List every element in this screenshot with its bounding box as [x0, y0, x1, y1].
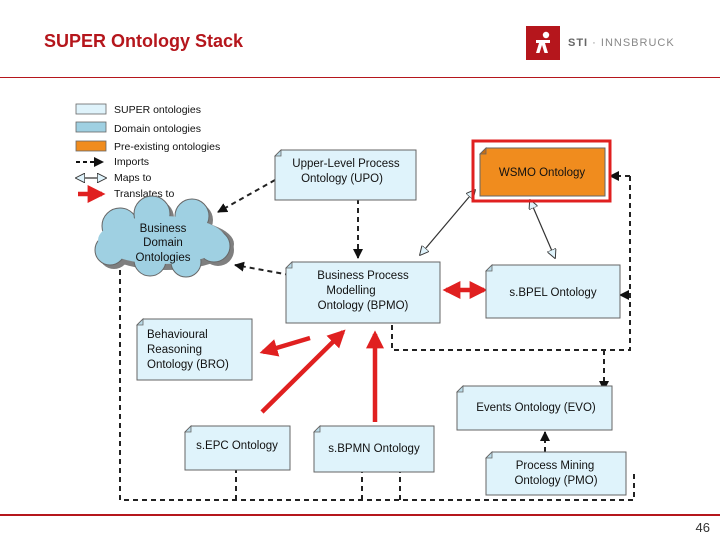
bpmo-to-bdo-line — [234, 261, 291, 276]
node-bro: Behavioural Reasoning Ontology (BRO) — [136, 318, 253, 381]
upo-line-1: Upper-Level Process — [292, 158, 400, 170]
bdo-line-3: Ontologies — [136, 252, 191, 264]
translates-to-arrows — [259, 281, 488, 422]
logo-brand: STI — [568, 37, 589, 49]
evo-label: Events Ontology (EVO) — [476, 402, 596, 414]
legend: SUPER ontologies Domain ontologies Pre-e… — [75, 103, 220, 203]
legend-label-translates: Translates to — [114, 188, 174, 200]
node-bpmo: Business Process Modelling Ontology (BPM… — [285, 261, 441, 324]
bpmo-line-1: Business Process — [317, 270, 409, 282]
page-number: 46 — [695, 520, 710, 535]
pmo-line-1: Process Mining — [516, 460, 595, 472]
bdo-line-2: Domain — [143, 237, 183, 249]
node-upo: Upper-Level Process Ontology (UPO) — [274, 149, 417, 201]
wsmo-right-line — [391, 176, 631, 351]
wsmo-sbpel-map-arrow — [530, 200, 555, 258]
frame-line-left — [119, 270, 635, 501]
node-evo: Events Ontology (EVO) — [456, 385, 613, 431]
node-sbpel: s.BPEL Ontology — [485, 264, 621, 319]
sbpmn-label: s.BPMN Ontology — [328, 443, 420, 455]
logo-separator: · — [588, 37, 601, 49]
upo-line-2: Ontology (UPO) — [301, 173, 383, 185]
node-business-domain-cloud: Business Domain Ontologies — [94, 195, 234, 278]
sti-logo: STI · INNSBRUCK — [526, 26, 675, 60]
wsmo-highlight-frame — [471, 139, 612, 203]
legend-label-preexisting: Pre-existing ontologies — [114, 141, 220, 153]
sepc-bpmo-translate-arrow — [260, 329, 346, 414]
legend-swatch-preexisting — [75, 140, 107, 152]
bro-line-3: Ontology (BRO) — [147, 359, 229, 371]
slide-title: SUPER Ontology Stack — [44, 31, 244, 51]
logo-city: INNSBRUCK — [600, 37, 675, 49]
bro-line-2: Reasoning — [147, 344, 202, 356]
upo-to-bdo-line — [217, 179, 276, 213]
sti-logo-mark — [526, 26, 560, 60]
node-pmo: Process Mining Ontology (PMO) — [485, 451, 627, 496]
legend-label-domain: Domain ontologies — [114, 123, 201, 135]
bro-line-1: Behavioural — [147, 329, 208, 341]
node-sepc: s.EPC Ontology — [184, 425, 291, 471]
sti-logo-text: STI · INNSBRUCK — [568, 37, 675, 49]
bpmo-line-2: Modelling — [326, 285, 375, 297]
pmo-line-2: Ontology (PMO) — [514, 475, 597, 487]
bdo-line-1: Business — [140, 223, 187, 235]
sepc-label: s.EPC Ontology — [196, 440, 278, 452]
legend-swatch-domain — [75, 121, 107, 133]
legend-label-maps: Maps to — [114, 172, 152, 184]
legend-label-imports: Imports — [114, 156, 149, 168]
wsmo-label: WSMO Ontology — [499, 167, 586, 179]
node-wsmo: WSMO Ontology — [471, 139, 612, 203]
header-rule — [0, 77, 720, 78]
bpmo-bro-translate-arrow — [259, 335, 311, 357]
wsmo-bpmo-map-arrow — [420, 190, 475, 255]
bpmo-line-3: Ontology (BPMO) — [318, 300, 409, 312]
legend-swatch-super — [75, 103, 107, 115]
node-sbpmn: s.BPMN Ontology — [313, 425, 435, 473]
maps-to-arrows — [420, 190, 555, 258]
footer-rule — [0, 514, 720, 516]
legend-label-super: SUPER ontologies — [114, 104, 201, 116]
sbpel-label: s.BPEL Ontology — [509, 287, 596, 299]
